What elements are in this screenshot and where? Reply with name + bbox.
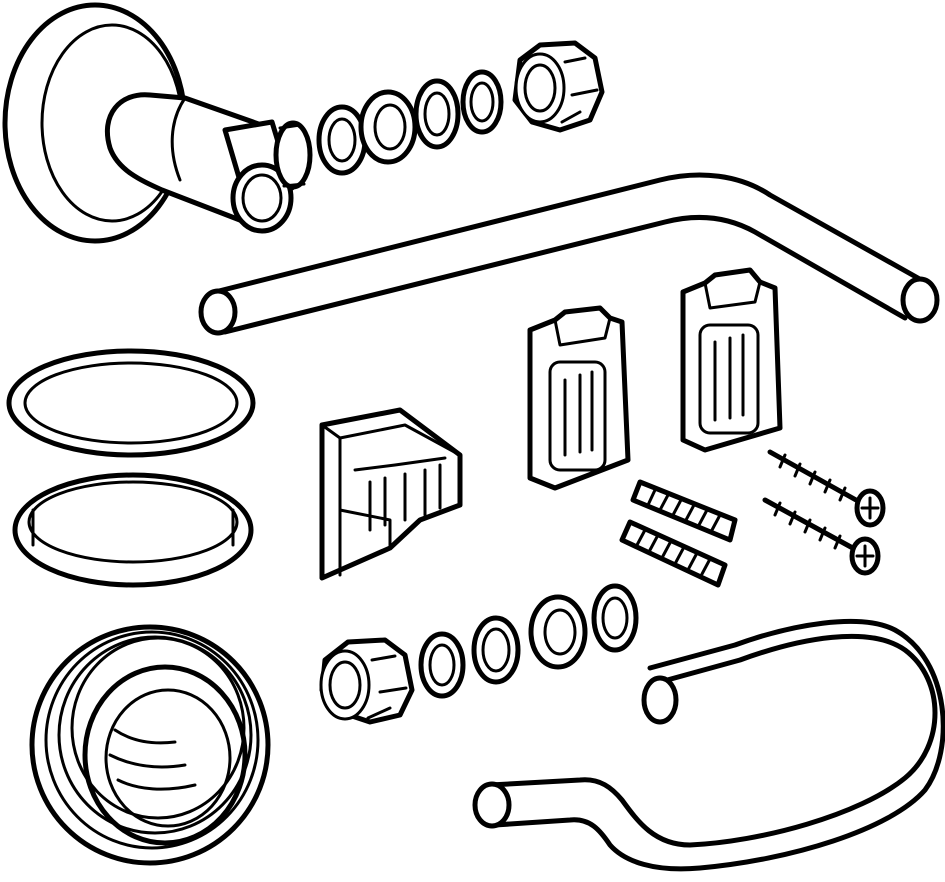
seal-ring-lower-2 xyxy=(471,615,521,685)
compression-nut-lower xyxy=(319,637,415,725)
large-profile-gasket xyxy=(12,472,254,588)
wood-screw-2 xyxy=(762,497,881,576)
seal-ring-upper-2 xyxy=(358,89,418,165)
wall-flange-elbow xyxy=(2,2,313,244)
clip-holder-1 xyxy=(527,305,631,491)
seal-ring-upper-1 xyxy=(316,104,368,176)
bent-pipe xyxy=(472,618,945,872)
seal-ring-lower-3 xyxy=(528,594,588,670)
wood-screw-1 xyxy=(767,449,886,528)
seal-ring-lower-4 xyxy=(591,583,639,653)
large-flat-gasket xyxy=(6,348,256,458)
straight-pipe xyxy=(198,172,940,336)
seal-ring-upper-3 xyxy=(413,78,461,150)
wall-plug-1 xyxy=(630,479,738,543)
clip-holder-2 xyxy=(680,267,783,453)
wall-plug-2 xyxy=(619,519,728,588)
seal-ring-upper-4 xyxy=(460,69,504,135)
compression-nut-upper xyxy=(512,40,605,133)
seal-ring-lower-1 xyxy=(418,631,466,699)
ribbed-reducer-sleeve xyxy=(29,624,271,866)
mounting-bracket xyxy=(319,407,463,581)
